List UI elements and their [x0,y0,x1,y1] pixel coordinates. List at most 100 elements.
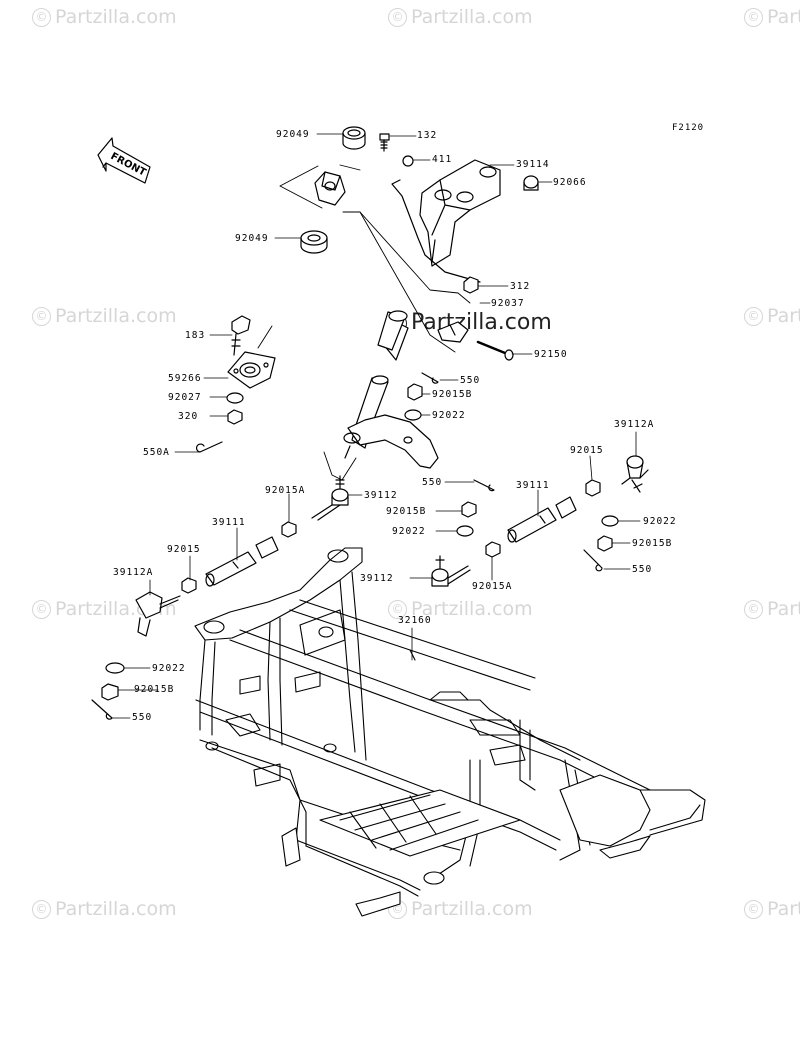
washer-icon [404,409,422,421]
holder-icon [314,171,346,206]
part-label[interactable]: 550 [132,712,153,723]
tie-rod-end-icon [311,475,349,521]
part-label[interactable]: 92022 [643,516,677,527]
part-label[interactable]: 132 [417,130,438,141]
watermark: ©Partzilla.com [32,305,177,327]
bolt-92150-icon [476,340,514,361]
copyright-icon: © [388,8,407,27]
part-label[interactable]: 92049 [276,129,310,140]
nut-icon [585,479,601,497]
part-label[interactable]: 320 [178,411,199,422]
part-label[interactable]: 550A [143,447,170,458]
part-label[interactable]: 39112 [364,490,398,501]
tie-rod-end-icon [431,555,471,587]
watermark: ©Partzilla.com [744,305,800,327]
tie-rod-end-icon [621,455,649,493]
cotter-pin-icon [583,549,603,572]
front-arrow-icon: FRONT [97,137,151,184]
tie-rod-icon [205,536,279,587]
nut-icon [485,541,501,558]
washer-icon [601,515,619,527]
bolt-icon [379,133,390,152]
watermark: ©Partzilla.com [388,6,533,28]
part-label[interactable]: 92015B [632,538,673,549]
part-label[interactable]: 92150 [534,349,568,360]
cotter-pin-icon [421,372,439,384]
nut-icon [597,535,613,552]
nut-320-icon [227,409,243,425]
part-label[interactable]: 92015B [386,506,427,517]
part-label[interactable]: 39114 [516,159,550,170]
watermark: ©Partzilla.com [32,6,177,28]
part-label[interactable]: 183 [185,330,206,341]
nut-icon [181,577,197,594]
bushing-lower-icon [300,230,328,254]
part-label[interactable]: 92015 [570,445,604,456]
part-label[interactable]: 550 [460,375,481,386]
clamp-icon [437,321,469,343]
part-label[interactable]: 550 [422,477,443,488]
steering-shaft-icon [343,310,439,469]
copyright-icon: © [388,600,407,619]
part-label[interactable]: 92015B [134,684,175,695]
part-label[interactable]: 32160 [398,615,432,626]
watermark: ©Partzilla.com [744,898,800,920]
cotter-pin-icon [473,479,495,492]
copyright-icon: © [744,307,763,326]
tie-rod-icon [507,496,577,543]
part-label[interactable]: 92027 [168,392,202,403]
part-label[interactable]: 92015B [432,389,473,400]
watermark: ©Partzilla.com [744,6,800,28]
frame-icon [194,547,706,917]
steering-holder-icon [419,159,501,267]
part-label[interactable]: 39112A [113,567,154,578]
watermark: ©Partzilla.com [32,898,177,920]
cable-icon [391,179,481,283]
bolt-183-icon [231,315,251,356]
cotter-pin-icon [196,441,223,453]
nut-icon [402,155,414,167]
bushing-upper-icon [342,126,366,150]
part-label[interactable]: 550 [632,564,653,575]
bearing-housing-icon [227,351,276,389]
copyright-icon: © [32,600,51,619]
part-label[interactable]: 92066 [553,177,587,188]
part-label[interactable]: 39111 [516,480,550,491]
part-label[interactable]: 59266 [168,373,202,384]
nut-icon [101,683,119,701]
part-label[interactable]: 92015A [265,485,306,496]
washer-icon [226,392,244,404]
nut-312-icon [463,276,479,294]
copyright-icon: © [744,600,763,619]
part-label[interactable]: 39112A [614,419,655,430]
part-label[interactable]: 92049 [235,233,269,244]
part-label[interactable]: 92022 [152,663,186,674]
copyright-icon: © [32,900,51,919]
nut-icon [407,383,423,401]
cotter-pin-icon [91,699,113,720]
leader-lines [111,133,641,719]
part-label[interactable]: 92015 [167,544,201,555]
watermark: ©Partzilla.com [388,598,533,620]
figure-code: F2120 [672,123,705,133]
copyright-icon: © [32,307,51,326]
part-label[interactable]: 92022 [432,410,466,421]
part-label[interactable]: 39111 [212,517,246,528]
washer-icon [105,662,125,674]
nut-icon [281,521,297,538]
part-label[interactable]: 92022 [392,526,426,537]
watermark: ©Partzilla.com [744,598,800,620]
tie-rod-end-icon [135,591,181,637]
washer-icon [456,525,474,537]
nut-icon [461,501,477,518]
copyright-icon: © [744,8,763,27]
part-label[interactable]: 39112 [360,573,394,584]
part-label[interactable]: 92037 [491,298,525,309]
copyright-icon: © [744,900,763,919]
copyright-icon: © [32,8,51,27]
part-label[interactable]: 92015A [472,581,513,592]
part-label[interactable]: 411 [432,154,453,165]
part-label[interactable]: 312 [510,281,531,292]
